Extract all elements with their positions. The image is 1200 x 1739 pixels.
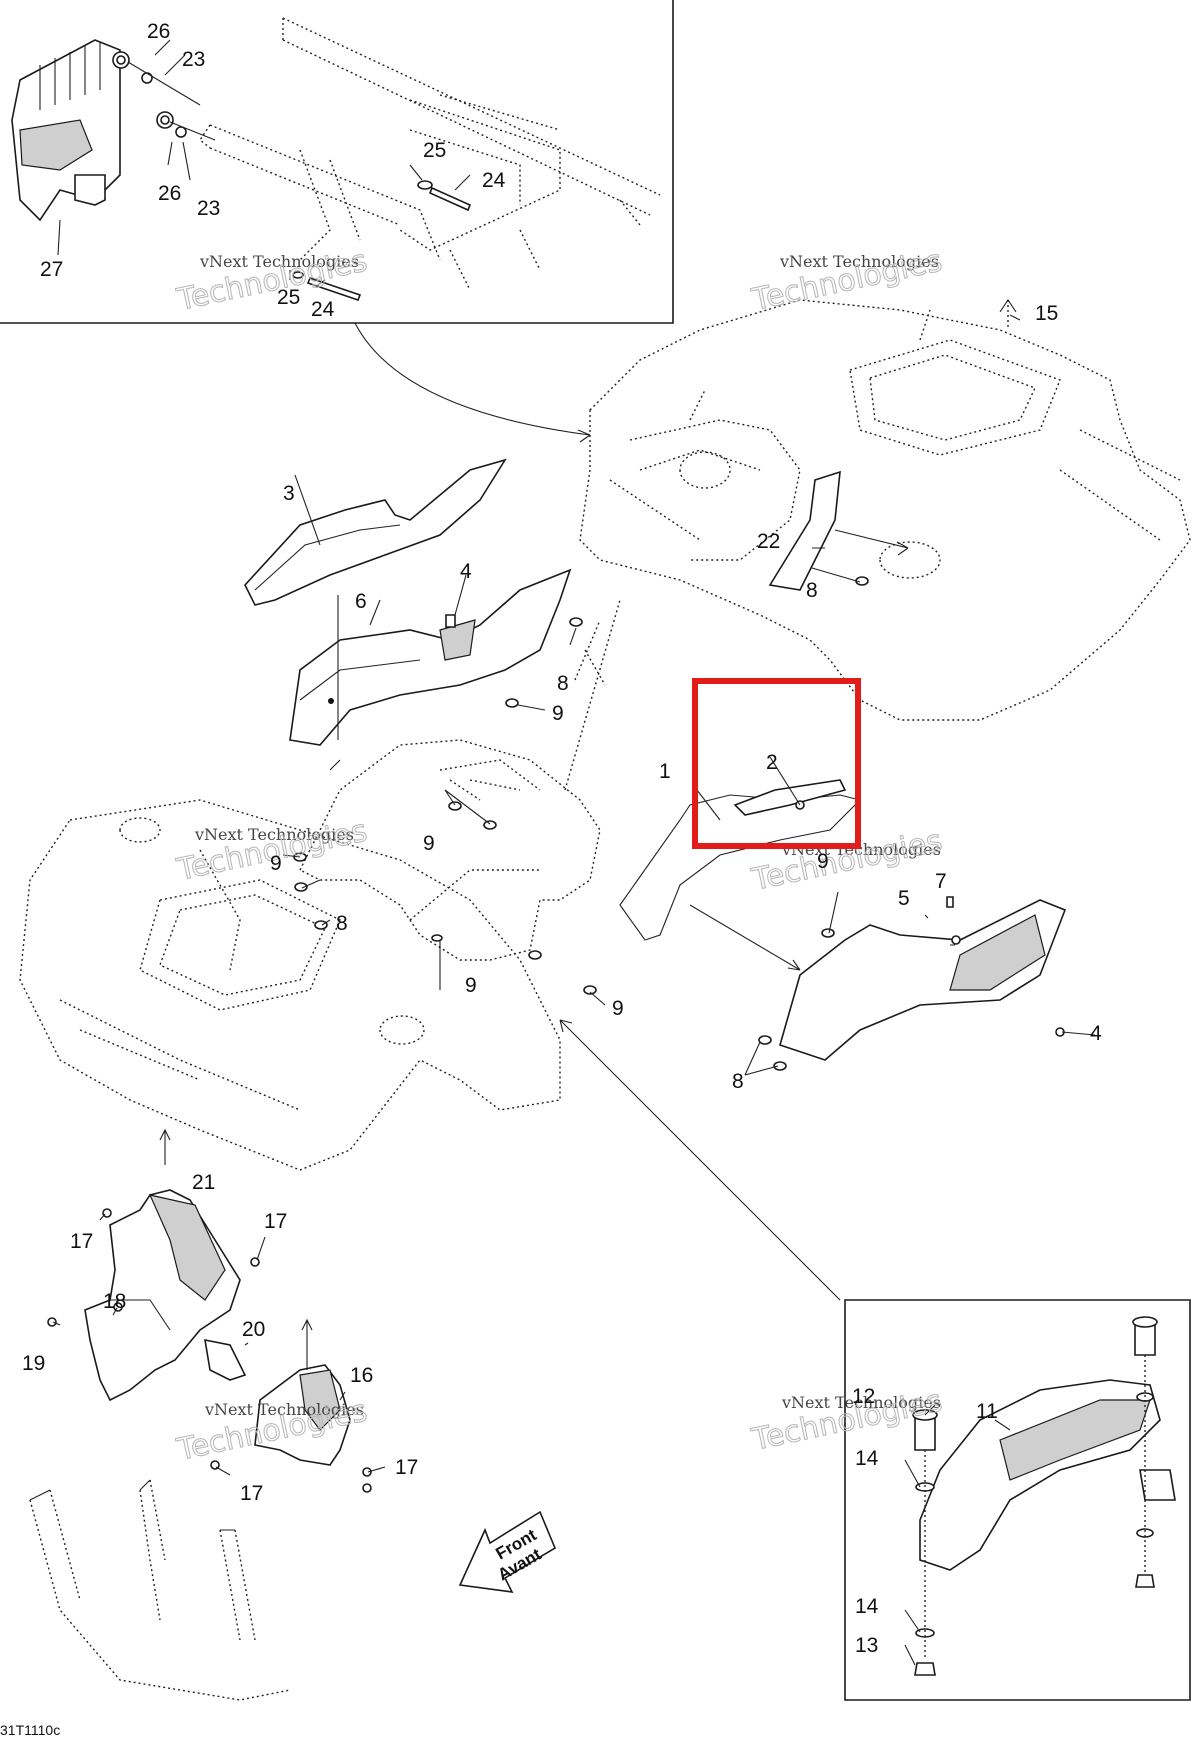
- callout-8: 8: [806, 579, 818, 602]
- svg-text:vNext Technologies: vNext Technologies: [194, 825, 354, 844]
- callout-17: 17: [264, 1210, 287, 1233]
- svg-text:vNext Technologies: vNext Technologies: [779, 252, 939, 271]
- callout-24: 24: [482, 169, 506, 192]
- callout-9: 9: [552, 702, 564, 725]
- callout-18: 18: [103, 1290, 126, 1313]
- part-5-side-panel: [779, 899, 1067, 1061]
- callout-16: 16: [350, 1364, 373, 1387]
- part-16-guard: [254, 1364, 351, 1466]
- part-2-clip: [733, 779, 847, 816]
- callout-6: 6: [355, 590, 367, 613]
- watermarks: vNext Technologies vNext Technologies vN…: [173, 243, 946, 1469]
- part-20-grommet: [204, 1338, 247, 1381]
- front-direction-arrow: Front Avant: [458, 1510, 557, 1593]
- callout-23: 23: [197, 197, 220, 220]
- callout-1: 1: [659, 760, 671, 783]
- front-rack-outline: [29, 1479, 291, 1701]
- callout-9: 9: [423, 832, 435, 855]
- callout-2: 2: [766, 751, 778, 774]
- callout-17: 17: [240, 1482, 263, 1505]
- inset-bracket: [844, 1299, 1191, 1701]
- callout-9: 9: [270, 852, 282, 875]
- callout-8: 8: [732, 1070, 744, 1093]
- callout-4: 4: [460, 560, 472, 583]
- callout-5: 5: [898, 887, 910, 910]
- svg-text:vNext Technologies: vNext Technologies: [781, 1393, 941, 1412]
- highlight-box: [692, 678, 861, 849]
- callout-26: 26: [158, 182, 181, 205]
- callout-19: 19: [22, 1352, 45, 1375]
- hardware: [47, 576, 1065, 1493]
- callout-4: 4: [1090, 1022, 1102, 1045]
- part-22-trim: [768, 470, 841, 591]
- callout-7: 7: [935, 870, 947, 893]
- callout-9: 9: [817, 850, 829, 873]
- callout-9: 9: [612, 997, 624, 1020]
- callout-12: 12: [852, 1385, 875, 1408]
- svg-text:vNext Technologies: vNext Technologies: [204, 1400, 364, 1419]
- callout-3: 3: [283, 482, 295, 505]
- part-6-side-panel: [289, 568, 572, 746]
- callout-9: 9: [465, 974, 477, 997]
- callout-17: 17: [70, 1230, 93, 1253]
- part-3-decal: [244, 458, 507, 606]
- callout-23: 23: [182, 48, 205, 71]
- callout-11: 11: [976, 1400, 998, 1423]
- callout-25: 25: [423, 139, 446, 162]
- drawing-code: 31T1110c: [0, 1722, 60, 1738]
- callout-8: 8: [336, 912, 348, 935]
- callout-21: 21: [192, 1171, 215, 1194]
- callout-13: 13: [855, 1634, 878, 1657]
- callout-14: 14: [855, 1595, 879, 1618]
- callout-26: 26: [147, 20, 170, 43]
- front-fascia-outline: [299, 739, 601, 961]
- svg-text:vNext Technologies: vNext Technologies: [199, 252, 359, 271]
- leader-lines: [52, 314, 1096, 1666]
- connector-lines: [159, 322, 909, 1370]
- callout-25: 25: [277, 286, 300, 309]
- inset-rear-rack: [0, 0, 674, 324]
- callout-8: 8: [557, 672, 569, 695]
- callout-22: 22: [757, 530, 780, 553]
- callout-14: 14: [855, 1447, 879, 1470]
- callout-24: 24: [311, 298, 335, 321]
- callout-27: 27: [40, 258, 63, 281]
- part-21-guard: [84, 1189, 241, 1402]
- svg-text:Technologies: Technologies: [748, 824, 945, 899]
- callout-17: 17: [395, 1456, 418, 1479]
- callout-15: 15: [1035, 302, 1058, 325]
- rear-fender-outline: [579, 299, 1191, 721]
- callout-20: 20: [242, 1318, 265, 1341]
- front-fender-outline: [19, 799, 561, 1171]
- callout-labels: 26 23 25 24 26 23 27 25 24 15 3 4 6 22 8…: [22, 20, 1102, 1657]
